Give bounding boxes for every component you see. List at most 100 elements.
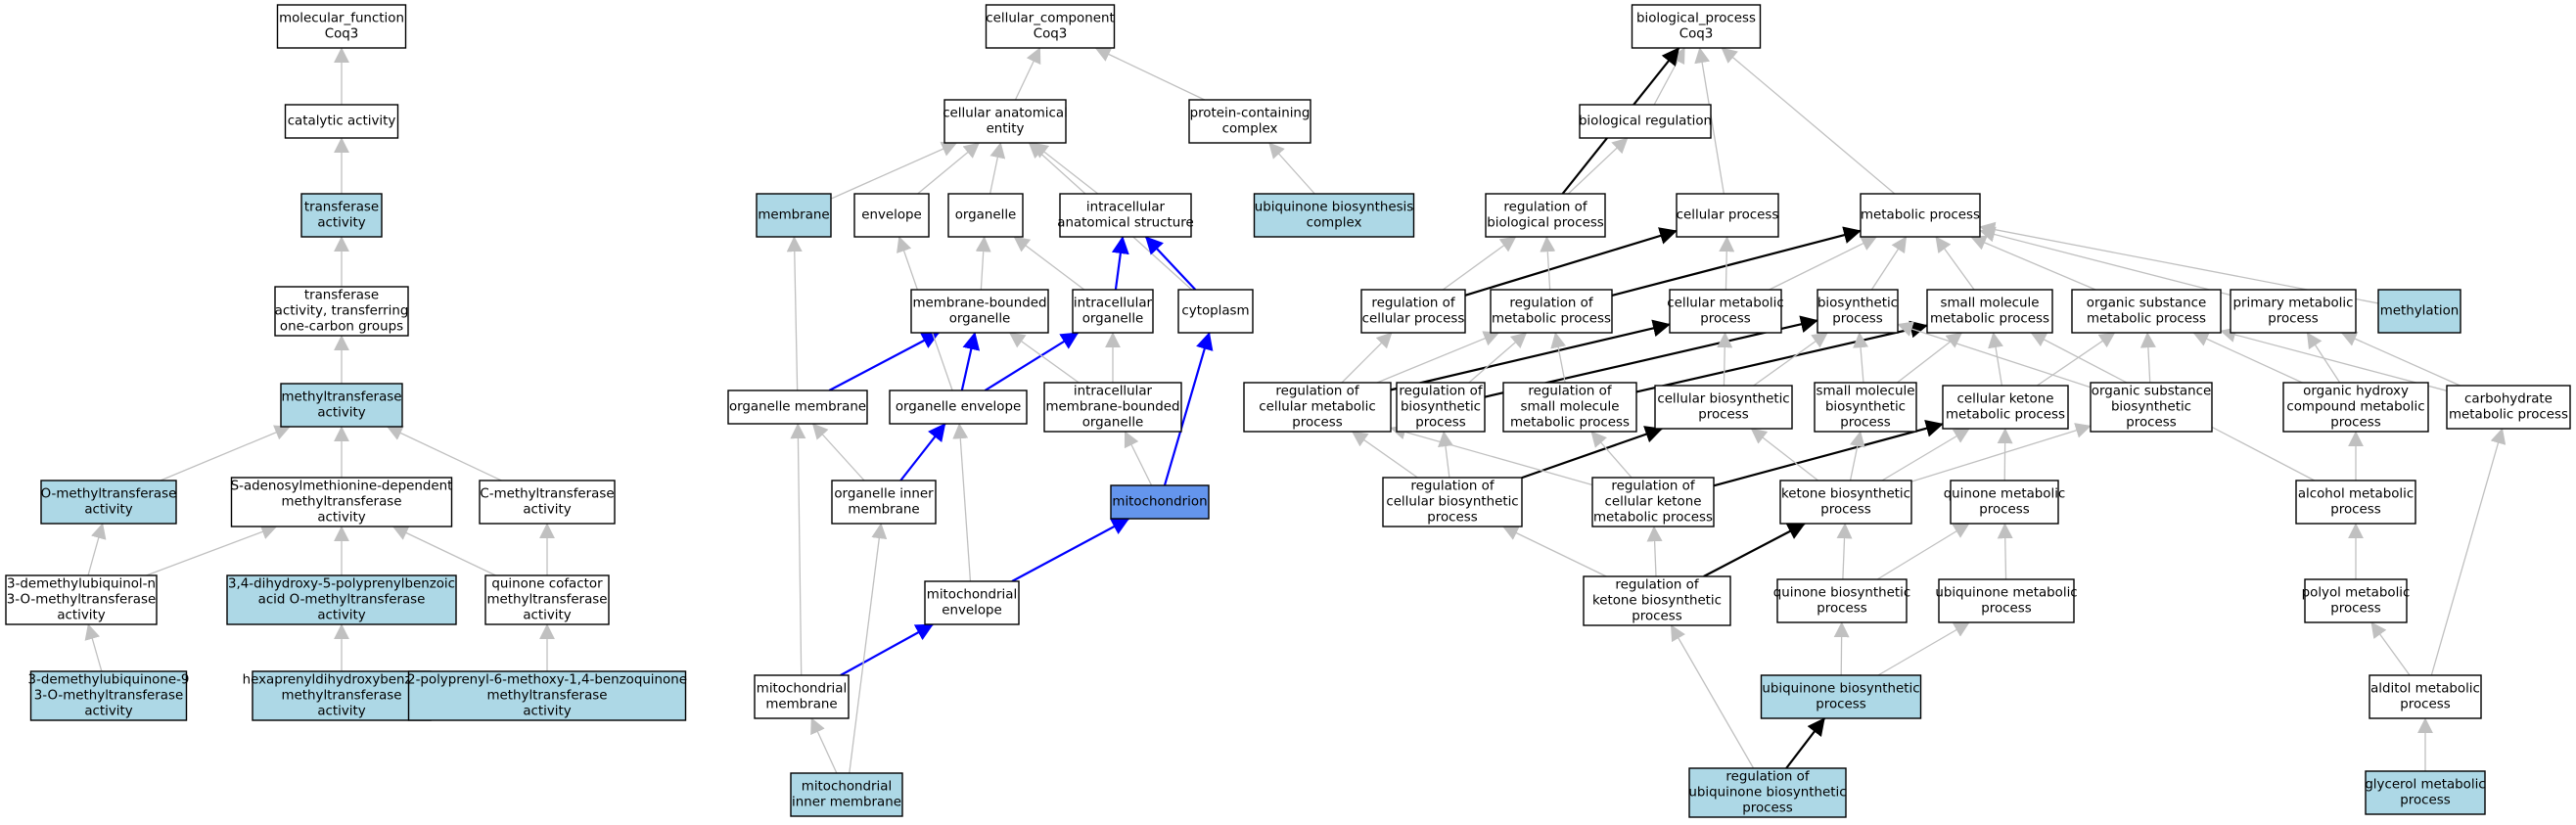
go-term-label: process — [1698, 408, 1748, 423]
relation-edge — [1351, 431, 1418, 479]
go-term-node[interactable]: membrane — [756, 193, 832, 238]
go-term-node[interactable]: cytoplasm — [1177, 289, 1254, 334]
go-term-node[interactable]: 2-polyprenyl-6-methoxy-1,4-benzoquinonem… — [407, 670, 687, 721]
go-term-node[interactable]: biological regulation — [1579, 104, 1712, 139]
relation-edge — [1008, 332, 1080, 384]
go-term-node[interactable]: mitochondrion — [1110, 484, 1210, 520]
relation-edge — [1870, 236, 1908, 291]
go-term-node[interactable]: catalytic activity — [284, 104, 399, 139]
go-term-node[interactable]: envelope — [853, 193, 930, 238]
relation-edge — [1341, 332, 1393, 384]
go-term-node[interactable]: metabolic process — [1860, 193, 1981, 238]
go-term-label: biological_process — [1636, 12, 1756, 26]
go-term-label: organelle envelope — [896, 400, 1021, 415]
go-term-node[interactable]: cellular process — [1676, 193, 1779, 238]
go-term-label: envelope — [861, 208, 922, 223]
go-term-box — [2282, 382, 2429, 433]
go-term-label: quinone biosynthetic — [1773, 586, 1910, 601]
go-term-node[interactable]: quinone cofactormethyltransferaseactivit… — [484, 574, 610, 625]
go-term-label: organelle — [949, 312, 1011, 327]
go-term-label: complex — [1307, 216, 1362, 231]
go-term-label: quinone metabolic — [1944, 487, 2066, 502]
relation-edge — [1769, 236, 1878, 291]
go-term-label: intracellular — [1074, 385, 1153, 399]
relation-edge — [1376, 331, 1500, 384]
relation-edge — [1836, 523, 1853, 580]
go-term-box — [284, 104, 399, 139]
go-term-node[interactable]: organelle — [947, 193, 1024, 238]
go-term-box — [756, 193, 832, 238]
go-term-node[interactable]: 3-demethylubiquinol-n3-O-methyltransfera… — [5, 574, 158, 625]
go-term-node[interactable]: S-adenosylmethionine-dependentmethyltran… — [231, 477, 453, 527]
go-term-box — [1072, 289, 1154, 334]
go-term-label: activity — [317, 609, 365, 623]
relation-edge — [1753, 332, 1828, 387]
go-term-node[interactable]: organelle envelope — [889, 390, 1028, 425]
go-term-label: transferase — [304, 201, 379, 215]
go-term-node[interactable]: organelle membrane — [727, 390, 868, 425]
go-term-label: process — [1840, 416, 1890, 431]
go-term-box — [1396, 382, 1486, 433]
relation-edge — [1013, 236, 1085, 291]
go-term-node[interactable]: methylation — [2377, 289, 2461, 334]
go-term-box — [1669, 289, 1782, 334]
go-term-label: complex — [1222, 122, 1278, 137]
go-term-box — [2377, 289, 2461, 334]
relation-edge — [830, 141, 958, 200]
go-term-label: Coq3 — [1034, 27, 1068, 42]
go-term-node[interactable]: 3-demethylubiquinone-93-O-methyltransfer… — [28, 670, 190, 721]
go-term-label: Coq3 — [1679, 27, 1714, 42]
go-term-label: organic substance — [2092, 385, 2211, 399]
